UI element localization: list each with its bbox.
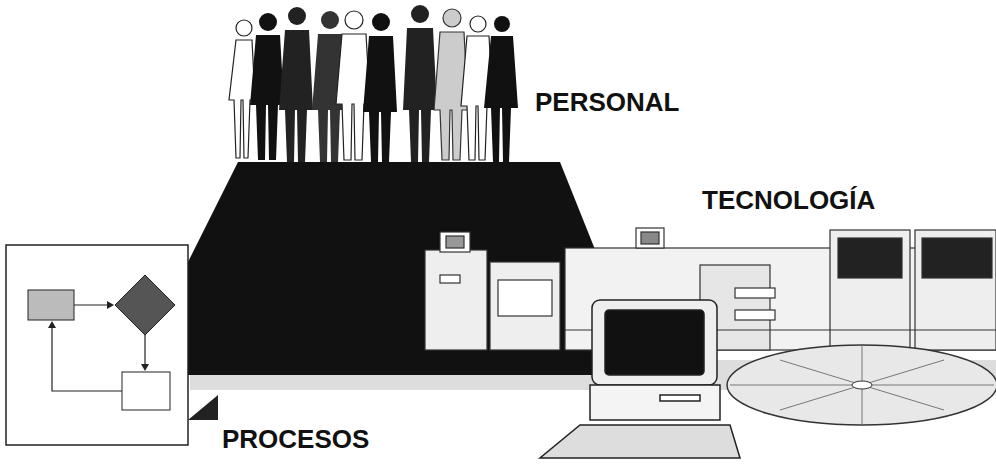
personal-computer [540, 300, 740, 458]
people [229, 5, 518, 162]
section-label: PROCESOS [222, 425, 369, 454]
section-label: PERSONAL [535, 88, 679, 117]
section-label: TECNOLOGÍA [702, 186, 875, 215]
disk [727, 345, 996, 425]
platform [188, 162, 600, 375]
flowchart-sheet [6, 245, 218, 445]
